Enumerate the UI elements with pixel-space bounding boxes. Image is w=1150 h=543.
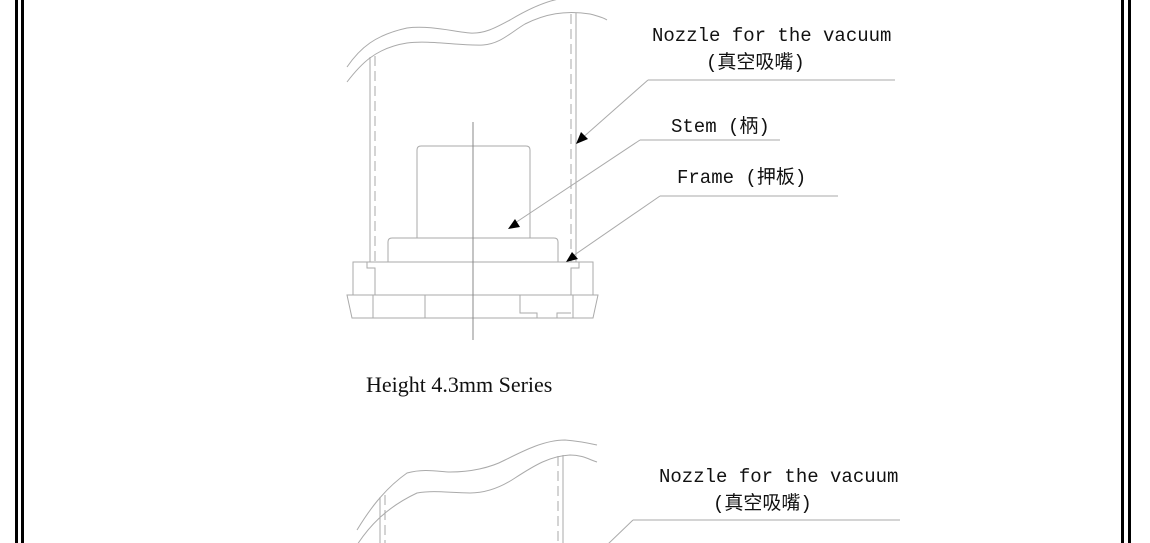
leader-stem (508, 139, 780, 229)
arrowhead-icon (508, 219, 520, 229)
page-border (15, 0, 1131, 543)
leader-frame (566, 195, 838, 262)
nozzle-label: Nozzle for the vacuum (652, 25, 891, 47)
arrowhead-icon (576, 132, 588, 144)
arrowhead-icon (566, 252, 578, 262)
nozzle-bottom (356, 439, 598, 543)
leader-nozzle-bottom (608, 519, 900, 543)
nozzle-label-cn: (真空吸嘴) (706, 51, 805, 74)
nozzle-label-cn-bottom: (真空吸嘴) (713, 492, 812, 515)
leader-nozzle (576, 79, 895, 144)
series-caption: Height 4.3mm Series (366, 372, 552, 397)
frame-label: Frame (押板) (677, 166, 806, 189)
nozzle-top (346, 0, 608, 262)
stem-label: Stem (柄) (671, 115, 770, 138)
switch-body-top (346, 122, 599, 340)
nozzle-label-bottom: Nozzle for the vacuum (659, 466, 898, 488)
